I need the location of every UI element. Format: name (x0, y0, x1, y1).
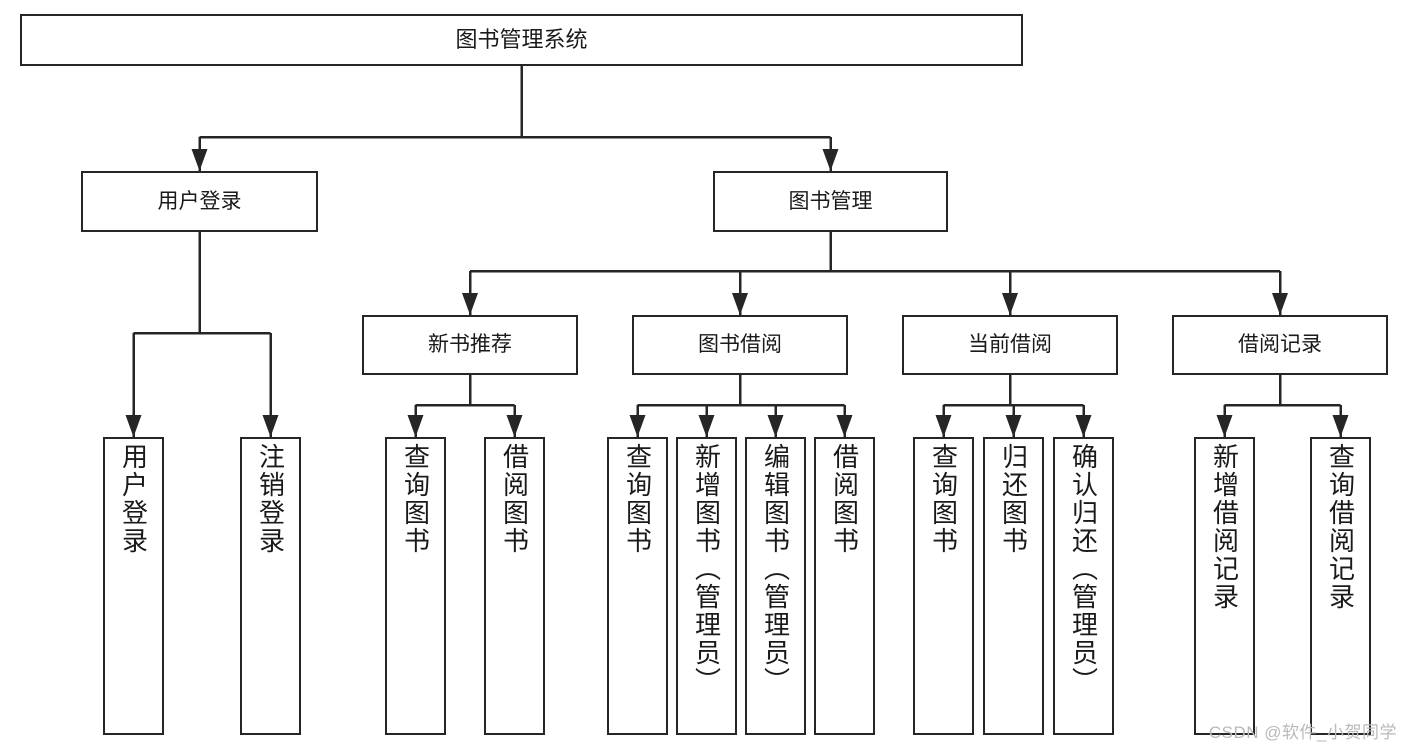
node-label: 编辑图书（管理员） (760, 443, 791, 695)
arrowhead-icon (935, 415, 952, 437)
node-l4-borrow-book-a[interactable]: 借阅图书 (484, 437, 545, 735)
node-l4-confirm-return[interactable]: 确认归还（管理员） (1053, 437, 1114, 735)
node-label: 用户登录 (157, 189, 242, 213)
node-label: 注销登录 (255, 443, 286, 555)
node-l4-edit-book[interactable]: 编辑图书（管理员） (745, 437, 806, 735)
arrowhead-icon (1005, 415, 1022, 437)
node-label: 查询借阅记录 (1325, 443, 1356, 611)
arrowhead-icon (1075, 415, 1092, 437)
node-label: 新增借阅记录 (1209, 443, 1240, 611)
node-label: 新增图书（管理员） (691, 443, 722, 695)
node-label: 借阅图书 (829, 443, 860, 555)
node-l4-query-book-b[interactable]: 查询图书 (607, 437, 668, 735)
arrowhead-icon (125, 415, 142, 437)
node-label: 查询图书 (400, 443, 431, 555)
node-label: 归还图书 (998, 443, 1029, 555)
node-label: 图书管理系统 (455, 26, 588, 52)
node-l3-current-borrow[interactable]: 当前借阅 (902, 315, 1118, 375)
arrowhead-icon (462, 293, 478, 315)
node-label: 借阅图书 (499, 443, 530, 555)
csdn-watermark: CSDN @软件_小贺同学 (1208, 723, 1397, 742)
node-label: 查询图书 (928, 443, 959, 555)
node-label: 当前借阅 (968, 333, 1052, 357)
node-l4-add-record[interactable]: 新增借阅记录 (1194, 437, 1255, 735)
node-label: 确认归还（管理员） (1068, 443, 1099, 695)
node-label: 图书管理 (788, 189, 873, 213)
node-root[interactable]: 图书管理系统 (20, 14, 1023, 66)
node-l3-book-borrow[interactable]: 图书借阅 (632, 315, 848, 375)
arrowhead-icon (1216, 415, 1233, 437)
arrowhead-icon (698, 415, 715, 437)
node-l4-query-book-a[interactable]: 查询图书 (385, 437, 446, 735)
node-l3-borrow-record[interactable]: 借阅记录 (1172, 315, 1388, 375)
arrowhead-icon (262, 415, 279, 437)
node-label: 查询图书 (622, 443, 653, 555)
arrowhead-icon (629, 415, 646, 437)
node-l4-user-logout[interactable]: 注销登录 (240, 437, 301, 735)
arrowhead-icon (1272, 293, 1288, 315)
arrowhead-icon (767, 415, 784, 437)
arrowhead-icon (836, 415, 853, 437)
arrowhead-icon (732, 293, 748, 315)
arrowhead-icon (506, 415, 523, 437)
node-l2-book-manage[interactable]: 图书管理 (713, 171, 948, 232)
node-l2-user-login[interactable]: 用户登录 (81, 171, 318, 232)
node-l3-new-book[interactable]: 新书推荐 (362, 315, 578, 375)
arrowhead-icon (822, 149, 839, 171)
node-label: 新书推荐 (428, 333, 512, 357)
node-l4-borrow-book-b[interactable]: 借阅图书 (814, 437, 875, 735)
node-l4-query-book-c[interactable]: 查询图书 (913, 437, 974, 735)
arrowhead-icon (191, 149, 208, 171)
node-label: 用户登录 (118, 443, 149, 555)
node-label: 借阅记录 (1238, 333, 1322, 357)
node-l4-return-book[interactable]: 归还图书 (983, 437, 1044, 735)
arrowhead-icon (407, 415, 424, 437)
node-l4-user-login[interactable]: 用户登录 (103, 437, 164, 735)
node-l4-query-record[interactable]: 查询借阅记录 (1310, 437, 1371, 735)
node-label: 图书借阅 (698, 333, 782, 357)
node-l4-add-book[interactable]: 新增图书（管理员） (676, 437, 737, 735)
arrowhead-icon (1002, 293, 1018, 315)
arrowhead-icon (1332, 415, 1349, 437)
